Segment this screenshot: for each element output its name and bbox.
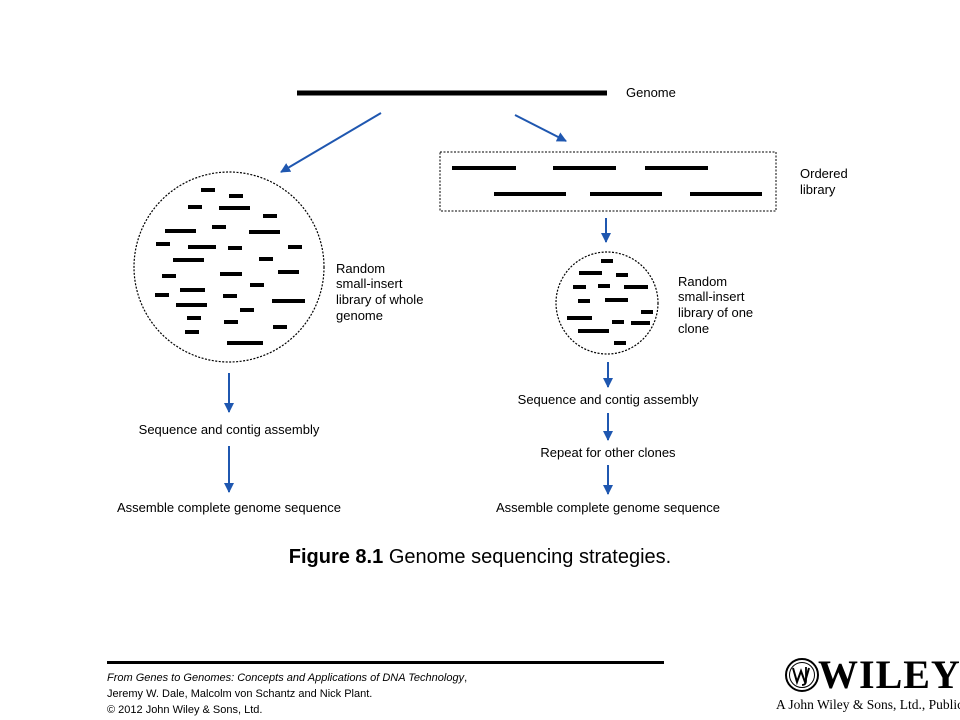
book-credits: From Genes to Genomes: Concepts and Appl… xyxy=(107,672,468,716)
left-step-sequence-assembly: Sequence and contig assembly xyxy=(139,422,320,437)
figure-number: Figure 8.1 xyxy=(288,546,384,568)
wiley-seal-icon xyxy=(785,658,819,692)
wiley-tagline: A John Wiley & Sons, Ltd., Publication xyxy=(776,697,960,712)
right-step-assemble-genome: Assemble complete genome sequence xyxy=(496,500,720,515)
whole-genome-fragments xyxy=(155,188,305,345)
one-clone-fragments xyxy=(567,259,653,345)
ordered-library-box xyxy=(439,151,777,212)
genome-sequencing-diagram: Genome Ordered library xyxy=(117,85,851,515)
footer-rule xyxy=(107,661,664,664)
wiley-logo: WILEY A John Wiley & Sons, Ltd., Publica… xyxy=(776,655,960,719)
book-copyright: © 2012 John Wiley & Sons, Ltd. xyxy=(107,704,263,716)
arrow-to-whole-genome-library xyxy=(280,112,382,173)
book-title: From Genes to Genomes: Concepts and Appl… xyxy=(107,672,465,684)
ordered-library-clones xyxy=(452,166,762,196)
right-step-sequence-assembly: Sequence and contig assembly xyxy=(518,392,699,407)
figure-title: Genome sequencing strategies. xyxy=(388,546,672,568)
ordered-library-label: Ordered library xyxy=(800,166,851,197)
book-authors: Jeremy W. Dale, Malcolm von Schantz and … xyxy=(107,688,373,700)
one-clone-library-label: Random small-insert library of one clone xyxy=(678,274,757,336)
arrow-to-ordered-library xyxy=(514,114,567,142)
whole-genome-library-label: Random small-insert library of whole gen… xyxy=(336,261,427,323)
left-step-assemble-genome: Assemble complete genome sequence xyxy=(117,500,341,515)
genome-label: Genome xyxy=(626,85,676,100)
wiley-wordmark: WILEY xyxy=(818,652,960,697)
figure-caption: Figure 8.1 Genome sequencing strategies. xyxy=(0,545,960,569)
right-step-repeat-clones: Repeat for other clones xyxy=(540,445,676,460)
whole-genome-library-circle xyxy=(133,171,325,363)
one-clone-library-circle xyxy=(555,251,659,355)
